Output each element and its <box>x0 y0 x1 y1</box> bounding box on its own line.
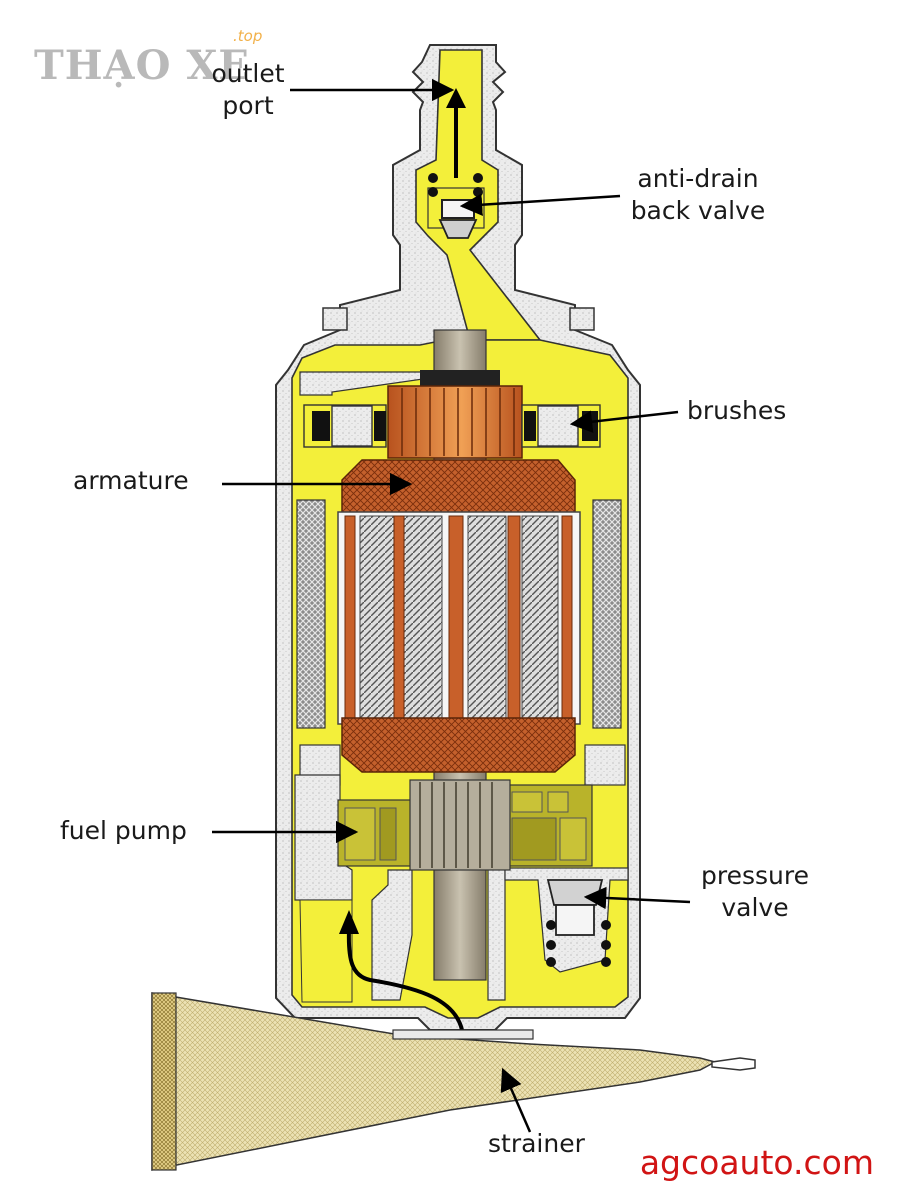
label-anti-drain-line1: anti-drain <box>618 163 778 195</box>
label-strainer: strainer <box>488 1128 585 1160</box>
label-pressure-valve: pressure valve <box>690 860 820 924</box>
credit-agcoauto: agcoauto.com <box>640 1143 874 1182</box>
label-outlet-port: outlet port <box>203 58 293 122</box>
brush-right <box>522 405 600 447</box>
label-pressure-valve-line2: valve <box>690 892 820 924</box>
brush-left <box>304 405 386 447</box>
watermark-suffix: .top <box>233 27 262 45</box>
label-armature: armature <box>73 465 189 497</box>
label-outlet-port-line2: port <box>203 90 293 122</box>
label-outlet-port-line1: outlet <box>203 58 293 90</box>
label-anti-drain-back-valve: anti-drain back valve <box>618 163 778 227</box>
label-brushes: brushes <box>687 395 786 427</box>
label-pressure-valve-line1: pressure <box>690 860 820 892</box>
label-fuel-pump: fuel pump <box>60 815 187 847</box>
label-anti-drain-line2: back valve <box>618 195 778 227</box>
